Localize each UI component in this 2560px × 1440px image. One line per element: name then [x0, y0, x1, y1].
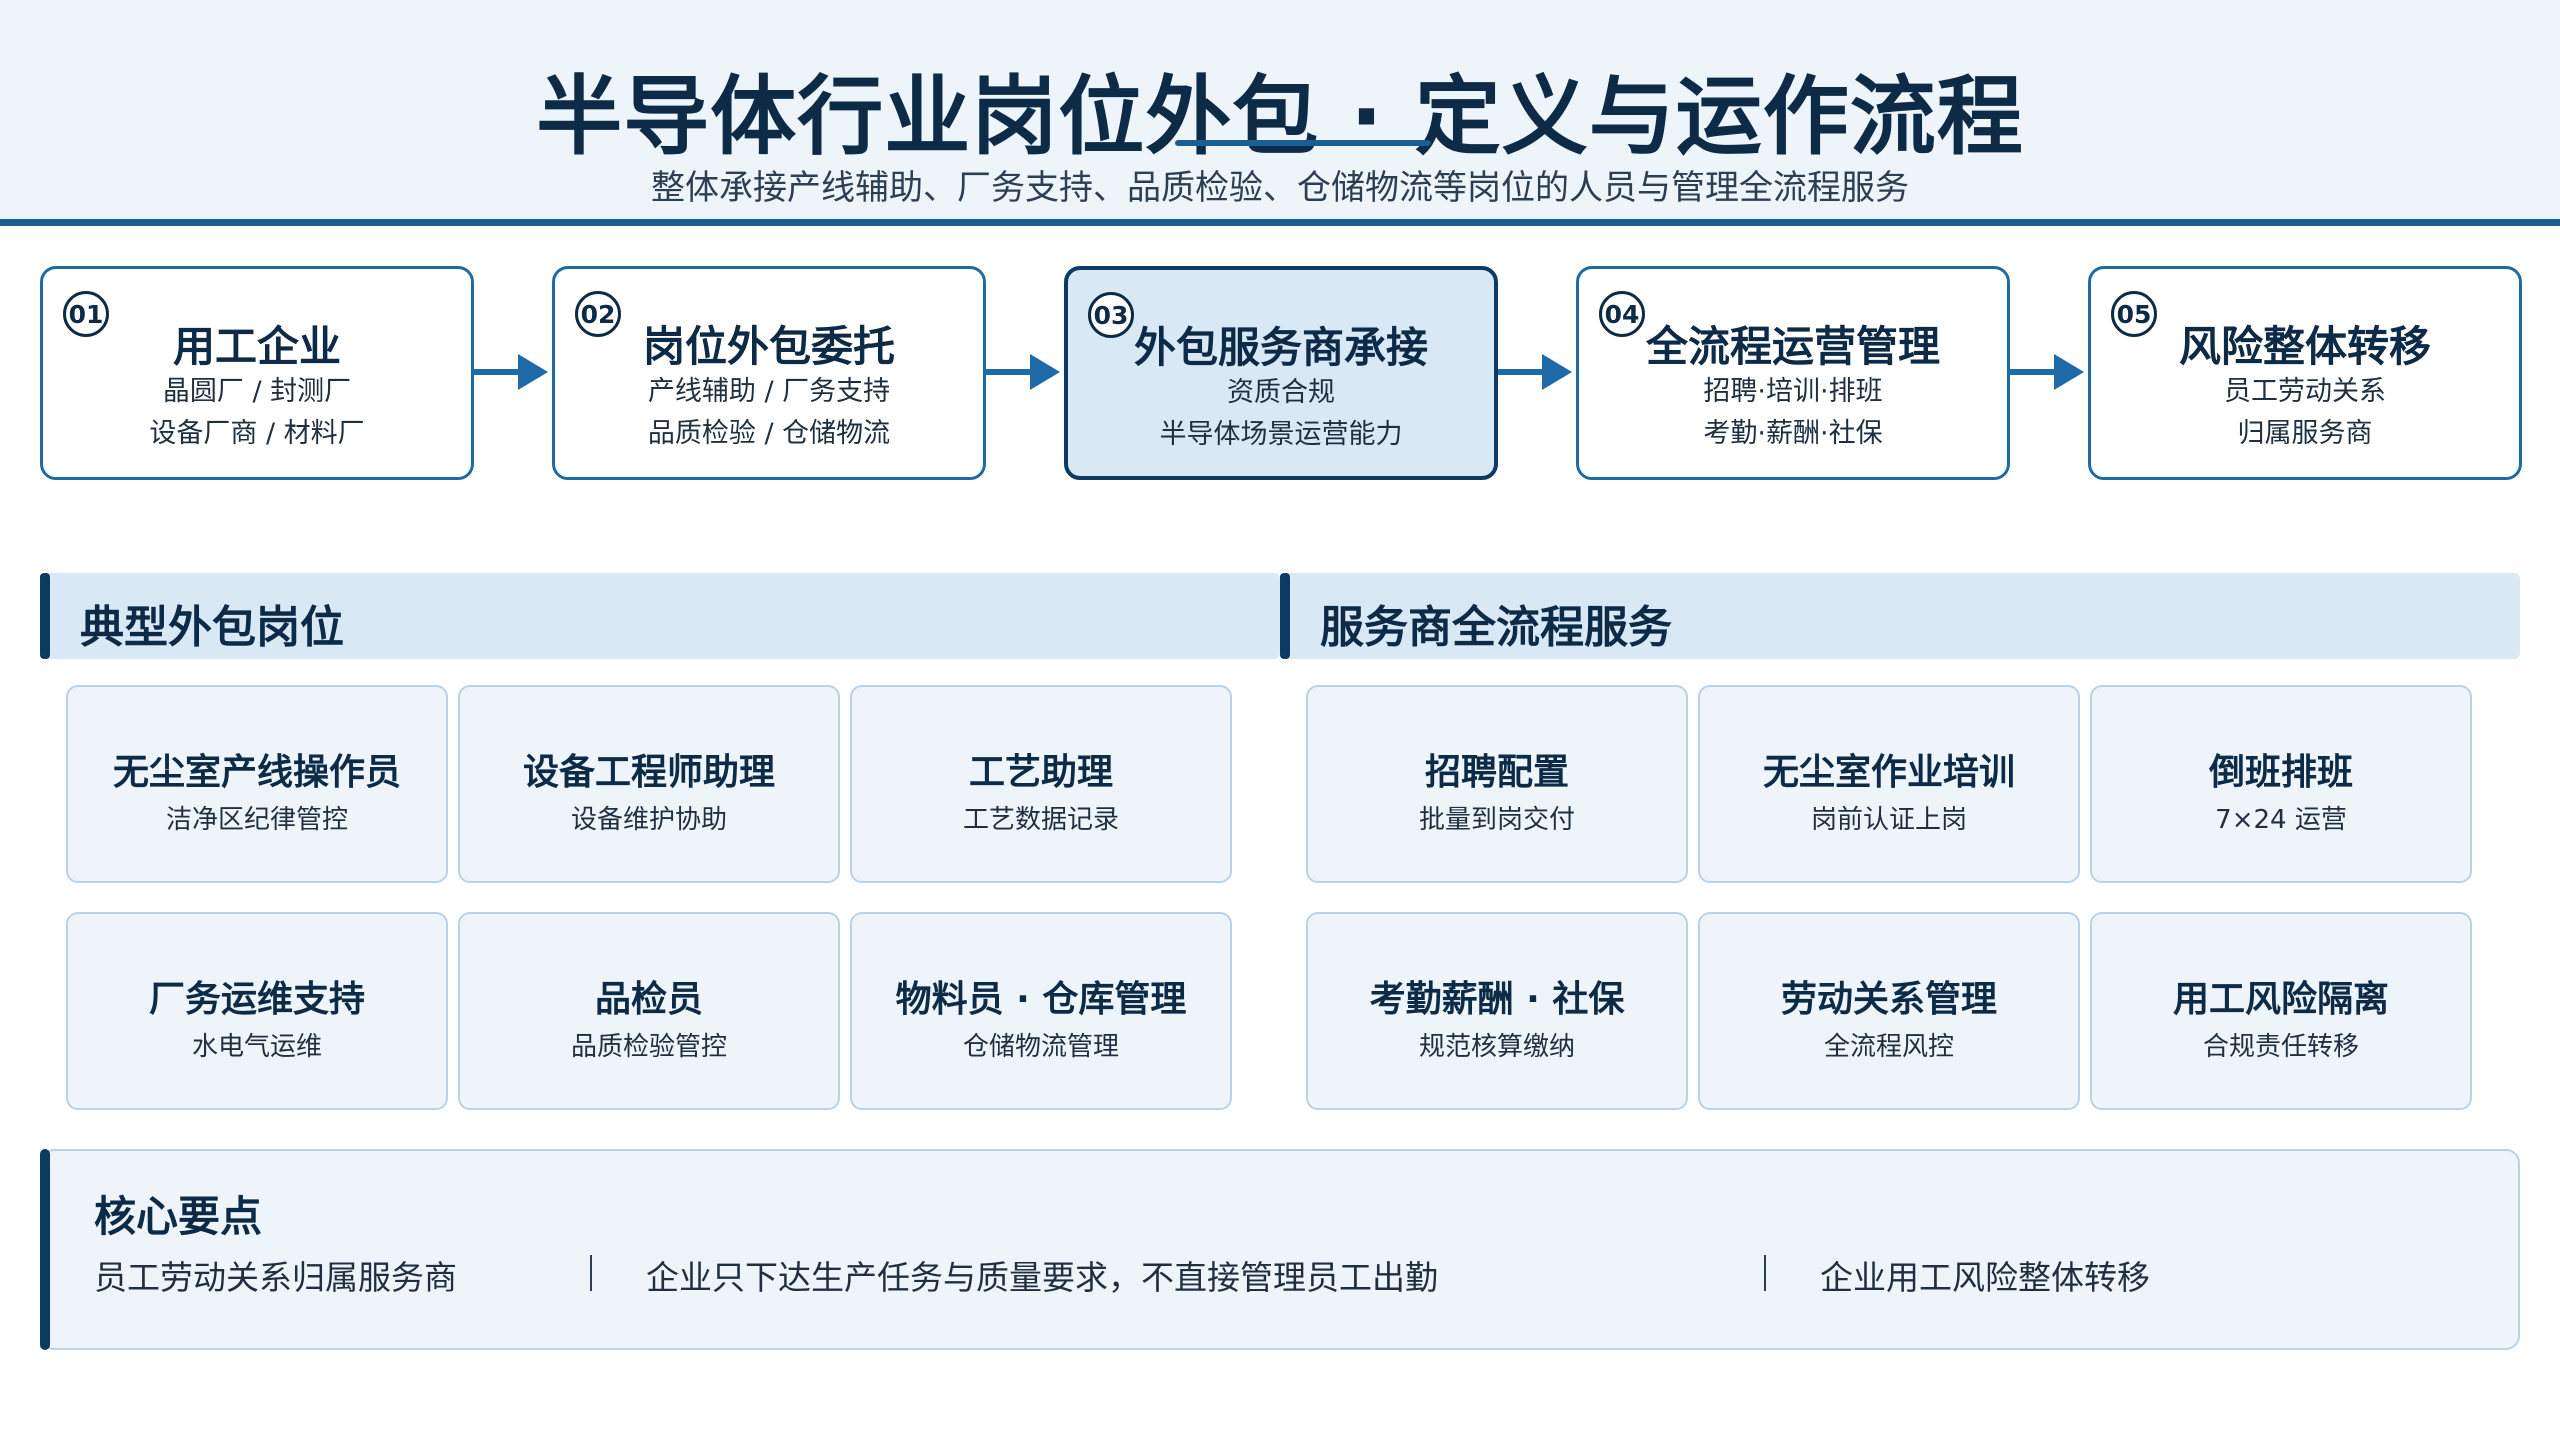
- position-card: 物料员 · 仓库管理 仓储物流管理: [850, 912, 1232, 1110]
- card-title: 劳动关系管理: [1780, 979, 1997, 1020]
- flow-step-2: 02 岗位外包委托 产线辅助 / 厂务支持 品质检验 / 仓储物流: [552, 266, 986, 480]
- card-title: 用工风险隔离: [2172, 979, 2389, 1020]
- step-title: 岗位外包委托: [642, 322, 895, 371]
- arrow-right-icon: [474, 354, 548, 390]
- arrow-right-icon: [2010, 354, 2084, 390]
- card-title: 招聘配置: [1424, 752, 1569, 793]
- flow-step-3: 03 外包服务商承接 资质合规 半导体场景运营能力: [1064, 266, 1498, 480]
- position-card: 无尘室产线操作员 洁净区纪律管控: [66, 685, 448, 883]
- card-title: 考勤薪酬 · 社保: [1369, 979, 1625, 1020]
- core-points-panel: 核心要点 员工劳动关系归属服务商 企业只下达生产任务与质量要求，不直接管理员工出…: [40, 1149, 2520, 1350]
- step-detail: 招聘·培训·排班: [1703, 376, 1883, 407]
- card-subtitle: 批量到岗交付: [1418, 805, 1575, 835]
- position-card: 品检员 品质检验管控: [458, 912, 840, 1110]
- step-title: 全流程运营管理: [1645, 322, 1940, 371]
- card-subtitle: 水电气运维: [191, 1032, 322, 1062]
- step-detail: 资质合规: [1227, 377, 1335, 408]
- step-detail: 品质检验 / 仓储物流: [647, 418, 891, 449]
- services-section-header: 服务商全流程服务: [1280, 573, 2520, 659]
- step-detail: 设备厂商 / 材料厂: [149, 418, 365, 449]
- flow-step-5: 05 风险整体转移 员工劳动关系 归属服务商: [2088, 266, 2522, 480]
- card-subtitle: 全流程风控: [1823, 1032, 1954, 1062]
- step-title: 外包服务商承接: [1133, 323, 1428, 372]
- card-subtitle: 品质检验管控: [570, 1032, 727, 1062]
- service-card: 考勤薪酬 · 社保 规范核算缴纳: [1306, 912, 1688, 1110]
- core-point: 员工劳动关系归属服务商: [94, 1258, 457, 1297]
- point-divider: [590, 1255, 592, 1291]
- step-detail: 产线辅助 / 厂务支持: [647, 376, 891, 407]
- card-title: 无尘室产线操作员: [112, 752, 401, 793]
- step-number-badge: 05: [2111, 291, 2157, 337]
- card-subtitle: 仓储物流管理: [962, 1032, 1119, 1062]
- card-subtitle: 洁净区纪律管控: [165, 805, 348, 835]
- page-subtitle: 整体承接产线辅助、厂务支持、品质检验、仓储物流等岗位的人员与管理全流程服务: [651, 168, 1909, 208]
- service-card: 倒班排班 7×24 运营: [2090, 685, 2472, 883]
- card-title: 厂务运维支持: [148, 979, 365, 1020]
- header-banner: 半导体行业岗位外包 · 定义与运作流程 整体承接产线辅助、厂务支持、品质检验、仓…: [0, 0, 2560, 226]
- step-title: 用工企业: [172, 322, 341, 371]
- core-title: 核心要点: [94, 1192, 263, 1241]
- position-card: 厂务运维支持 水电气运维: [66, 912, 448, 1110]
- step-number-badge: 01: [63, 291, 109, 337]
- card-subtitle: 岗前认证上岗: [1810, 805, 1967, 835]
- flow-step-4: 04 全流程运营管理 招聘·培训·排班 考勤·薪酬·社保: [1576, 266, 2010, 480]
- service-card: 用工风险隔离 合规责任转移: [2090, 912, 2472, 1110]
- step-detail: 晶圆厂 / 封测厂: [162, 376, 352, 407]
- point-divider: [1764, 1255, 1766, 1291]
- positions-section-header: 典型外包岗位: [40, 573, 1280, 659]
- service-card: 无尘室作业培训 岗前认证上岗: [1698, 685, 2080, 883]
- step-number-badge: 04: [1599, 291, 1645, 337]
- card-subtitle: 合规责任转移: [2202, 1032, 2359, 1062]
- card-subtitle: 设备维护协助: [570, 805, 727, 835]
- step-number-badge: 02: [575, 291, 621, 337]
- service-card: 招聘配置 批量到岗交付: [1306, 685, 1688, 883]
- step-number-badge: 03: [1088, 292, 1134, 338]
- card-subtitle: 7×24 运营: [2215, 805, 2347, 835]
- position-card: 工艺助理 工艺数据记录: [850, 685, 1232, 883]
- card-title: 品检员: [594, 979, 703, 1020]
- arrow-right-icon: [986, 354, 1060, 390]
- core-point: 企业用工风险整体转移: [1820, 1258, 2150, 1297]
- section-accent-bar: [1280, 573, 1290, 659]
- step-detail: 归属服务商: [2237, 418, 2373, 449]
- core-point: 企业只下达生产任务与质量要求，不直接管理员工出勤: [646, 1258, 1438, 1297]
- step-detail: 半导体场景运营能力: [1159, 419, 1403, 450]
- card-title: 物料员 · 仓库管理: [895, 979, 1187, 1020]
- service-card: 劳动关系管理 全流程风控: [1698, 912, 2080, 1110]
- section-title: 典型外包岗位: [80, 602, 344, 653]
- title-underline: [1175, 140, 1431, 146]
- card-subtitle: 规范核算缴纳: [1418, 1032, 1575, 1062]
- arrow-right-icon: [1498, 354, 1572, 390]
- card-title: 倒班排班: [2208, 752, 2353, 793]
- panel-accent-bar: [40, 1149, 50, 1350]
- card-title: 设备工程师助理: [522, 752, 775, 793]
- step-title: 风险整体转移: [2178, 322, 2431, 371]
- card-subtitle: 工艺数据记录: [962, 805, 1119, 835]
- step-detail: 员工劳动关系: [2224, 376, 2386, 407]
- section-accent-bar: [40, 573, 50, 659]
- position-card: 设备工程师助理 设备维护协助: [458, 685, 840, 883]
- step-detail: 考勤·薪酬·社保: [1703, 418, 1883, 449]
- section-title: 服务商全流程服务: [1320, 602, 1672, 653]
- card-title: 工艺助理: [968, 752, 1113, 793]
- page-title: 半导体行业岗位外包 · 定义与运作流程: [536, 67, 2024, 167]
- flow-step-1: 01 用工企业 晶圆厂 / 封测厂 设备厂商 / 材料厂: [40, 266, 474, 480]
- card-title: 无尘室作业培训: [1762, 752, 2015, 793]
